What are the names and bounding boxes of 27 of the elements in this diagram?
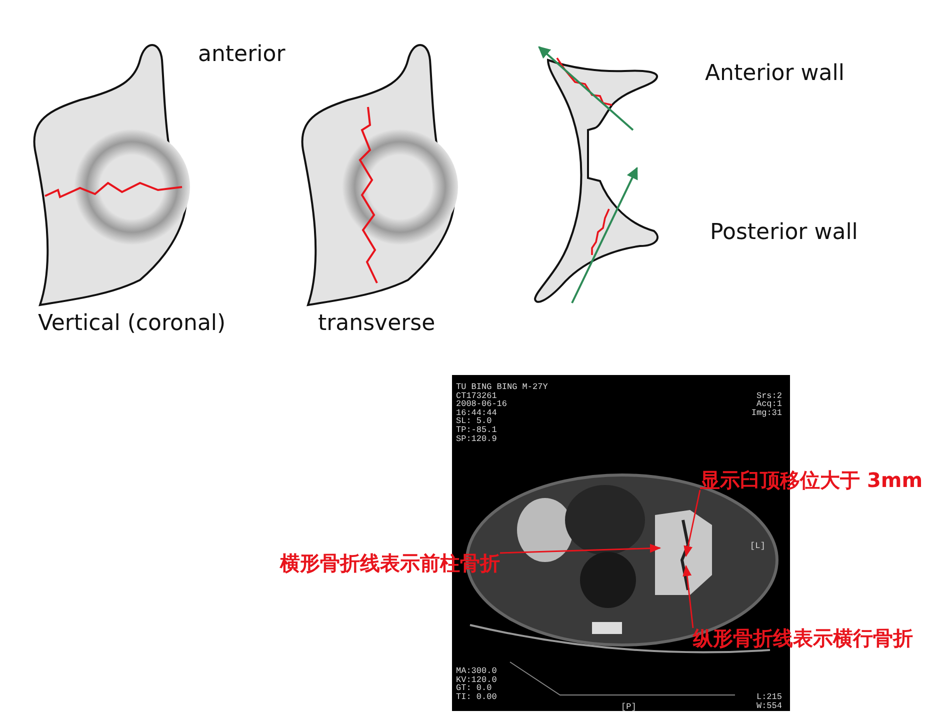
scan-annotation: Acq:1 (756, 400, 782, 409)
scan-annotation: L:215 (756, 693, 782, 702)
scan-annotation: W:554 (756, 702, 782, 710)
scan-annotation: Srs:2 (756, 392, 782, 400)
scan-annotation: TP:-85.1 (456, 426, 497, 434)
caption: transverse (318, 313, 436, 335)
scan-annotation: CT173261 (456, 392, 497, 400)
part-label: Anterior wall (705, 63, 845, 85)
scan-annotation: GT: 0.0 (456, 684, 492, 693)
scan-annotation: 16:44:44 (456, 408, 497, 418)
scan-annotation: TU BING BING M-27Y (456, 383, 548, 392)
scan-annotation: Img:31 (751, 408, 782, 418)
scan-annotation: KV:120.0 (456, 676, 497, 684)
direction-label: anterior (198, 44, 286, 66)
caption: Vertical (coronal) (38, 313, 226, 335)
scan-annotation: 2008-06-16 (456, 400, 508, 409)
orientation-marker: [L] (750, 542, 766, 550)
scan-annotation: SL: 5.0 (456, 417, 492, 426)
leader-line (682, 564, 694, 628)
scan-annotation: SP:120.9 (456, 434, 497, 444)
callout-text: 显示臼顶移位大于 3mm (700, 470, 923, 490)
orientation-marker: [P] (621, 703, 636, 712)
leader-line (500, 544, 662, 554)
part-label: Posterior wall (710, 222, 858, 244)
scan-annotation: MA:300.0 (456, 667, 497, 676)
leader-line (684, 490, 701, 558)
scan-annotation: TI: 0.00 (456, 692, 497, 702)
